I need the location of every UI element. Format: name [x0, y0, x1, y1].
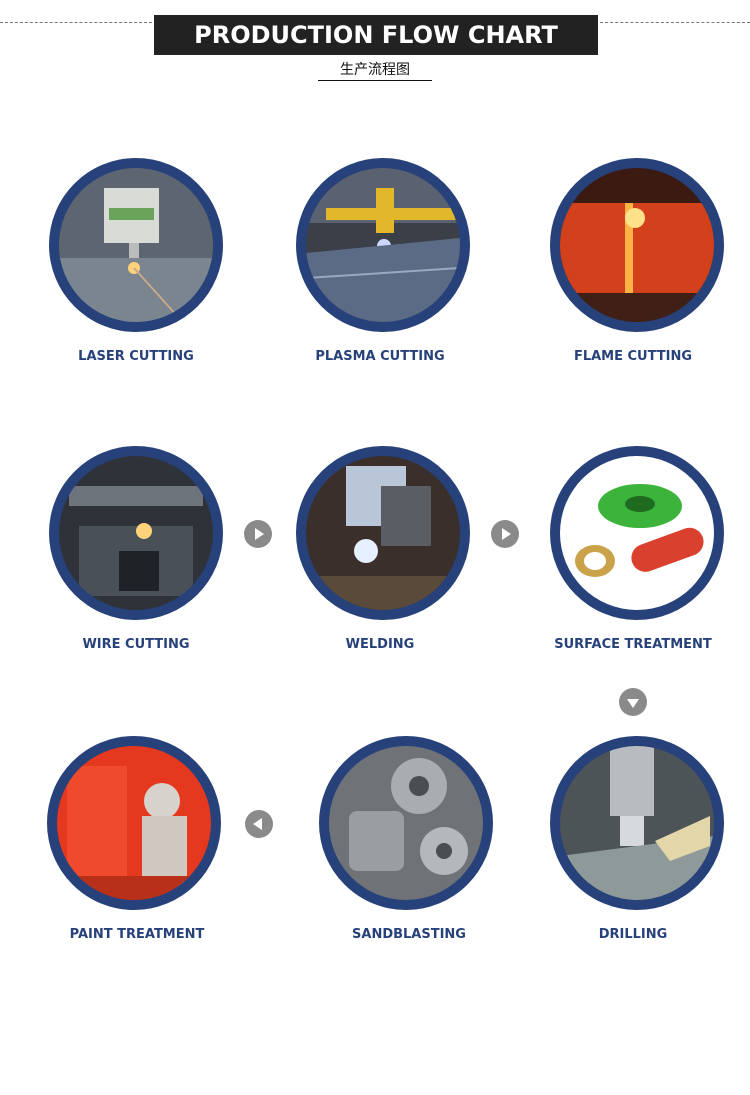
sandblasting-photo — [319, 736, 493, 910]
laser-cutting-photo — [49, 158, 223, 332]
wire-cutting-photo — [49, 446, 223, 620]
left-dashed-rule — [0, 22, 152, 23]
flame-cutting-photo — [550, 158, 724, 332]
step-label-welding: WELDING — [345, 637, 415, 652]
drilling-photo — [550, 736, 724, 910]
arrow-down-icon — [619, 688, 647, 716]
plasma-cutting-photo — [296, 158, 470, 332]
step-label-wire-cutting: WIRE CUTTING — [82, 637, 190, 652]
right-dashed-rule — [600, 22, 750, 23]
step-label-drilling: DRILLING — [598, 927, 668, 942]
step-label-surface-treatment: SURFACE TREATMENT — [554, 637, 712, 652]
step-label-sandblasting: SANDBLASTING — [352, 927, 466, 942]
step-label-plasma-cutting: PLASMA CUTTING — [315, 349, 445, 364]
arrow-right-icon — [244, 520, 272, 548]
page-subtitle: 生产流程图 — [318, 60, 432, 81]
welding-photo — [296, 446, 470, 620]
arrow-right-icon — [491, 520, 519, 548]
step-label-flame-cutting: FLAME CUTTING — [573, 349, 693, 364]
step-label-laser-cutting: LASER CUTTING — [78, 349, 194, 364]
surface-treatment-photo — [550, 446, 724, 620]
paint-treatment-photo — [47, 736, 221, 910]
arrow-left-icon — [245, 810, 273, 838]
step-label-paint-treatment: PAINT TREATMENT — [69, 927, 205, 942]
page-title: PRODUCTION FLOW CHART — [154, 15, 598, 55]
